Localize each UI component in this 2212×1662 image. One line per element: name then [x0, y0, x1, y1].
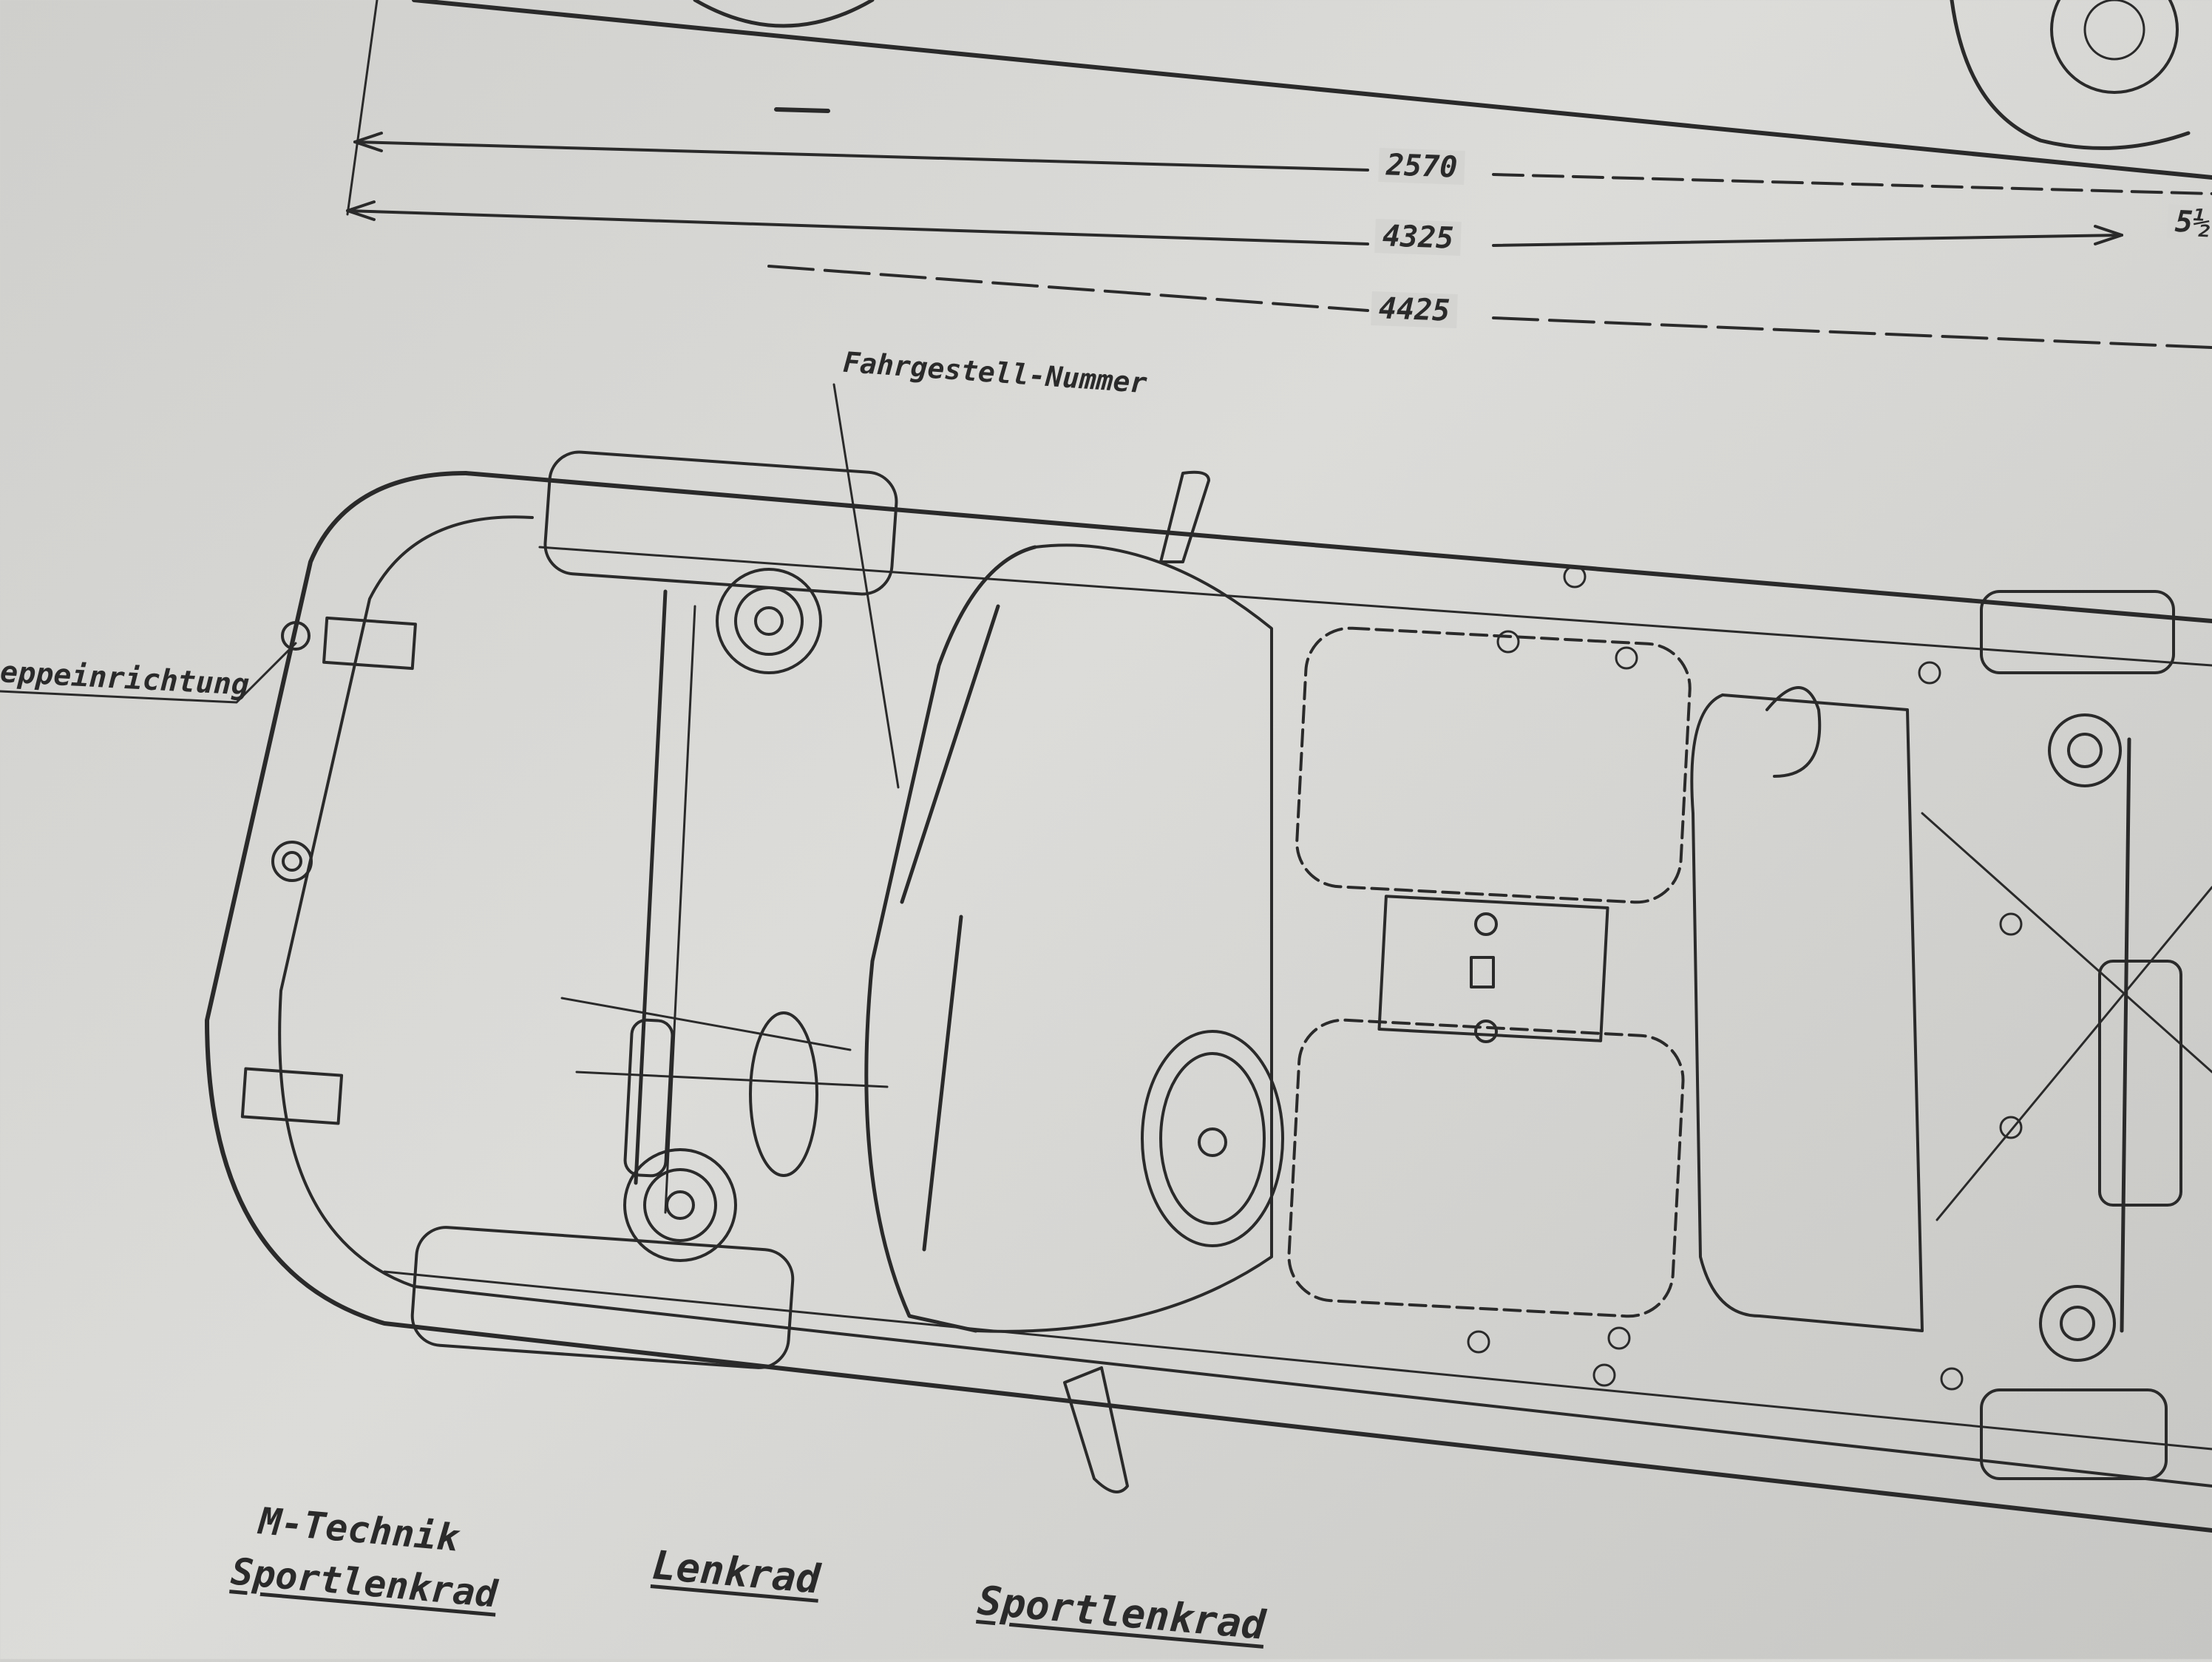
- cabin-front: [864, 543, 1273, 1333]
- car-body-outline: [205, 471, 2212, 1533]
- center-console: [1377, 895, 1609, 1043]
- dim-cut-off: 5½: [2166, 204, 2212, 241]
- front-seats: [1287, 626, 1692, 1318]
- dimension-lines: [346, 0, 2212, 349]
- steering-wheel: [1141, 1030, 1284, 1247]
- chassis-number-leader: [832, 383, 900, 789]
- side-view: [412, 0, 2212, 180]
- front-suspension: [560, 568, 889, 1262]
- towing-leader: [0, 642, 297, 704]
- rear-details: [1980, 590, 2175, 1480]
- rear-axle: [1921, 713, 2212, 1362]
- side-mirrors: [1063, 470, 1210, 1493]
- front-details: [240, 450, 898, 1369]
- dim-wheelbase: 2570: [1378, 147, 1466, 186]
- bolt-markers: [1467, 565, 2023, 1391]
- dim-length-b: 4425: [1371, 291, 1459, 329]
- dim-length-a: 4325: [1374, 218, 1462, 257]
- rear-seat: [1690, 686, 1924, 1332]
